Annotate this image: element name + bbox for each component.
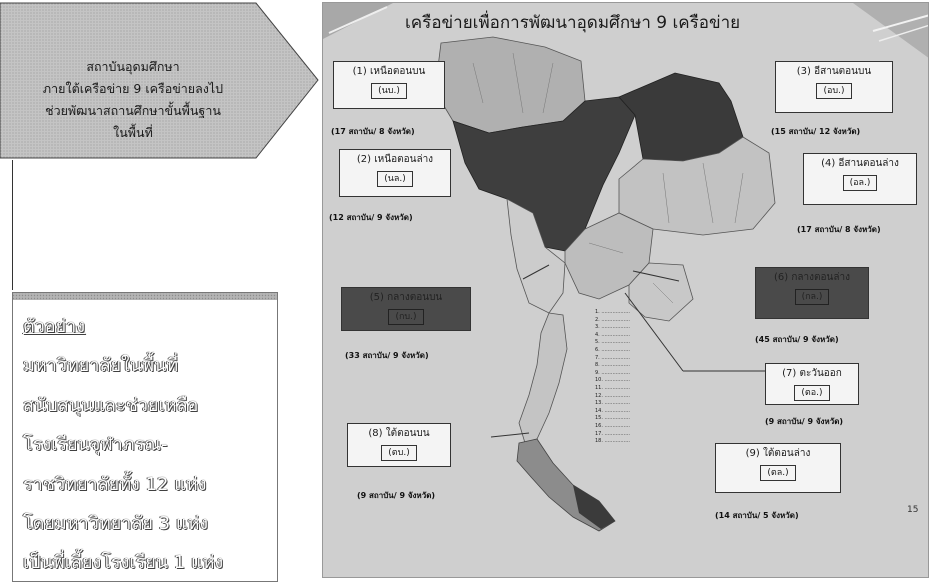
network-4-code: (อล.): [842, 175, 878, 191]
example-heading: ตัวอย่าง: [23, 316, 86, 337]
example-line-3: สนับสนุนและช่วยเหลือ: [23, 394, 199, 416]
region-north-upper: [434, 36, 586, 134]
network-5-code: (กบ.): [388, 309, 424, 325]
network-box-8: (8) ใต้ตอนบน (ตบ.): [347, 423, 451, 467]
network-box-5: (5) กลางตอนบน (กบ.): [341, 287, 471, 331]
network-box-9: (9) ใต้ตอนล่าง (ตล.): [715, 443, 841, 493]
network-4-count: (17 สถาบัน/ 8 จังหวัด): [797, 225, 881, 234]
corner-decoration-left: [323, 3, 393, 39]
network-1-count: (17 สถาบัน/ 8 จังหวัด): [331, 127, 415, 136]
example-box: ตัวอย่าง มหาวิทยาลัยในพื้นที่ สนับสนุนแล…: [12, 292, 278, 582]
network-4-name: (4) อีสานตอนล่าง: [821, 158, 899, 169]
network-9-name: (9) ใต้ตอนล่าง: [745, 448, 811, 459]
network-box-4: (4) อีสานตอนล่าง (อล.): [803, 153, 917, 205]
map-legend: 1. ..................2. ................…: [595, 309, 630, 445]
network-2-count: (12 สถาบัน/ 9 จังหวัด): [329, 213, 413, 222]
network-6-count: (45 สถาบัน/ 9 จังหวัด): [755, 335, 839, 344]
network-2-name: (2) เหนือตอนล่าง: [356, 154, 434, 165]
region-northeast-upper: [618, 72, 744, 162]
network-1-code: (นบ.): [371, 83, 407, 99]
network-2-code: (นล.): [377, 171, 413, 187]
network-8-name: (8) ใต้ตอนบน: [368, 428, 430, 439]
example-line-5: ราชวิทยาลัยทั้ง 12 แห่ง: [23, 473, 207, 495]
example-line-6: โดยมหาวิทยาลัย 3 แห่ง: [23, 513, 209, 535]
region-west: [506, 198, 566, 314]
network-7-code: (ตอ.): [794, 385, 830, 401]
map-panel: เครือข่ายเพื่อการพัฒนาอุดมศึกษา 9 เครือข…: [322, 2, 929, 578]
network-box-2: (2) เหนือตอนล่าง (นล.): [339, 149, 451, 197]
region-central: [564, 212, 654, 300]
arrow-line-2: ภายใต้เครือข่าย 9 เครือข่ายลงไป: [42, 81, 224, 96]
arrow-callout-shape: [0, 2, 319, 300]
region-south-upper: [518, 312, 568, 444]
example-line-4: โรงเรียนจุฬาภรณ-: [23, 434, 168, 456]
example-line-7: เป็นพี่เลี้ยงโรงเรียน 1 แห่ง: [23, 552, 224, 574]
network-3-name: (3) อีสานตอนบน: [796, 66, 872, 77]
network-8-count: (9 สถาบัน/ 9 จังหวัด): [357, 491, 436, 500]
network-8-code: (ตบ.): [381, 445, 417, 461]
network-3-code: (อบ.): [816, 83, 852, 99]
network-5-name: (5) กลางตอนบน: [369, 292, 443, 303]
network-3-count: (15 สถาบัน/ 12 จังหวัด): [771, 127, 861, 136]
example-line-2: มหาวิทยาลัยในพื้นที่: [23, 355, 179, 377]
network-7-count: (9 สถาบัน/ 9 จังหวัด): [765, 417, 844, 426]
network-box-1: (1) เหนือตอนบน (นบ.): [333, 61, 445, 109]
page-number: 15: [907, 505, 919, 515]
arrow-callout-text: สถาบันอุดมศึกษา ภายใต้เครือข่าย 9 เครือข…: [6, 56, 260, 144]
arrow-line-3: ช่วยพัฒนาสถานศึกษาขั้นพื้นฐาน: [45, 103, 221, 118]
network-box-7: (7) ตะวันออก (ตอ.): [765, 363, 859, 405]
corner-decoration-right: [853, 3, 928, 58]
region-north-lower: [452, 96, 636, 252]
arrow-line-1: สถาบันอุดมศึกษา: [86, 59, 180, 74]
vertical-connector-line: [12, 160, 13, 290]
network-box-6: (6) กลางตอนล่าง (กล.): [755, 267, 869, 319]
network-box-3: (3) อีสานตอนบน (อบ.): [775, 61, 893, 113]
network-9-code: (ตล.): [760, 465, 796, 481]
network-6-name: (6) กลางตอนล่าง: [774, 272, 850, 283]
region-east: [628, 262, 694, 322]
network-7-name: (7) ตะวันออก: [782, 368, 842, 379]
arrow-line-4: ในพื้นที่: [113, 125, 153, 140]
region-northeast-lower: [618, 136, 776, 236]
network-5-count: (33 สถาบัน/ 9 จังหวัด): [345, 351, 429, 360]
network-6-code: (กล.): [794, 289, 830, 305]
thailand-map: [434, 36, 776, 532]
network-1-name: (1) เหนือตอนบน: [352, 66, 426, 77]
network-9-count: (14 สถาบัน/ 5 จังหวัด): [715, 511, 799, 520]
map-title: เครือข่ายเพื่อการพัฒนาอุดมศึกษา 9 เครือข…: [405, 13, 741, 33]
